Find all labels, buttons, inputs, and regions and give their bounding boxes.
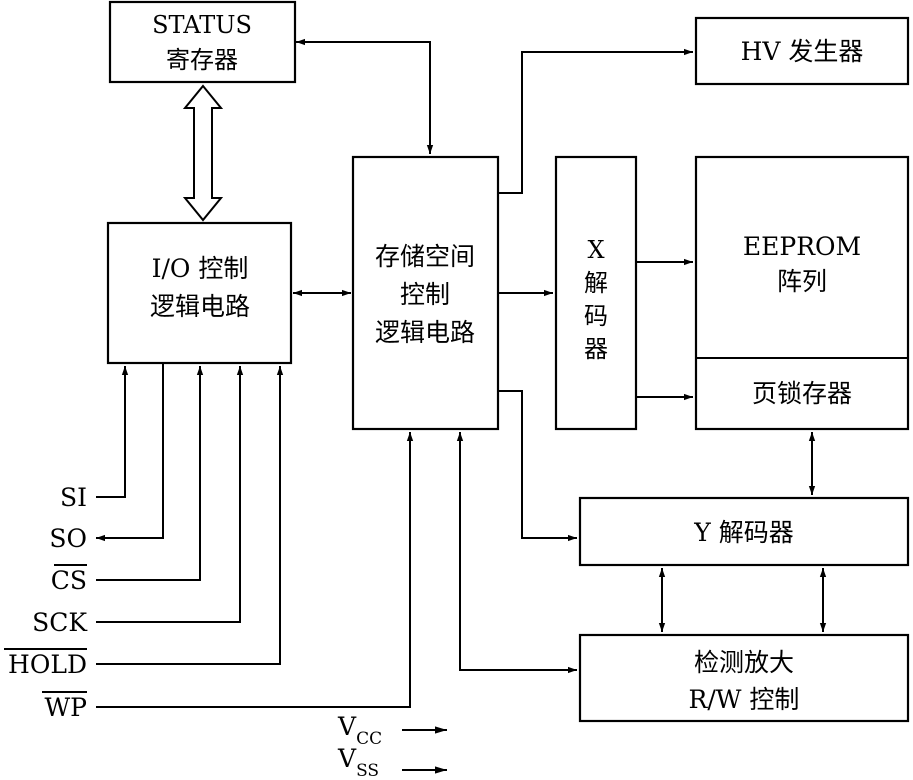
sck-line [96,366,244,623]
cs-pin-label: CS [51,566,87,595]
pin-labels: SI SO CS SCK HOLD WP [4,483,88,722]
storage-logic-label: 逻辑电路 [375,318,475,347]
io-control-label: I/O 控制 [152,254,249,283]
rw-control-label: R/W 控制 [689,685,800,714]
x-decoder-x-label: X [587,236,604,264]
sck-pin-label: SCK [32,608,88,637]
storage-control-label: 控制 [400,280,450,309]
vcc-label: VCC [337,712,382,749]
wp-line [96,432,414,708]
storage-hv-link [498,48,693,194]
x-decoder-qi-label: 器 [584,335,608,363]
cs-line [96,366,204,581]
hv-generator-label: HV 发生器 [741,37,864,66]
status-storage-link [296,38,434,154]
status-label: STATUS [152,11,252,39]
eeprom-array-block: EEPROM 阵列 页锁存器 [694,155,910,431]
y-decoder-label: Y 解码器 [693,518,793,547]
eeprom-array-label: 阵列 [777,267,827,296]
vcc-supply: VCC [337,712,447,749]
hold-pin-label: HOLD [8,650,87,679]
wp-pin-label: WP [44,693,87,722]
hold-line [96,366,284,665]
sense-amp-rw-block: 检测放大 R/W 控制 [578,633,910,723]
so-pin-label: SO [49,524,87,553]
storage-control-block: 存储空间 控制 逻辑电路 [351,155,500,431]
status-register-label: 寄存器 [166,46,238,74]
sense-amp-label: 检测放大 [694,648,794,677]
so-line [96,363,164,542]
status-io-bus-arrow [182,84,224,222]
x-decoder-jie-label: 解 [584,269,608,297]
x-decoder-ma-label: 码 [584,302,608,330]
page-latch-label: 页锁存器 [752,379,852,408]
vss-label: VSS [337,744,379,780]
storage-sense-link [456,432,577,674]
si-pin-label: SI [60,483,87,512]
si-line [96,366,129,498]
x-decoder-block: X 解 码 器 [554,155,638,431]
hv-generator-block: HV 发生器 [694,16,910,86]
io-logic-label: 逻辑电路 [150,292,250,321]
y-decoder-block: Y 解码器 [578,496,910,567]
storage-space-label: 存储空间 [375,242,475,271]
io-control-block: I/O 控制 逻辑电路 [106,221,293,365]
vss-supply: VSS [337,744,447,780]
status-register-block: STATUS 寄存器 [108,0,297,84]
eeprom-label: EEPROM [743,232,861,261]
